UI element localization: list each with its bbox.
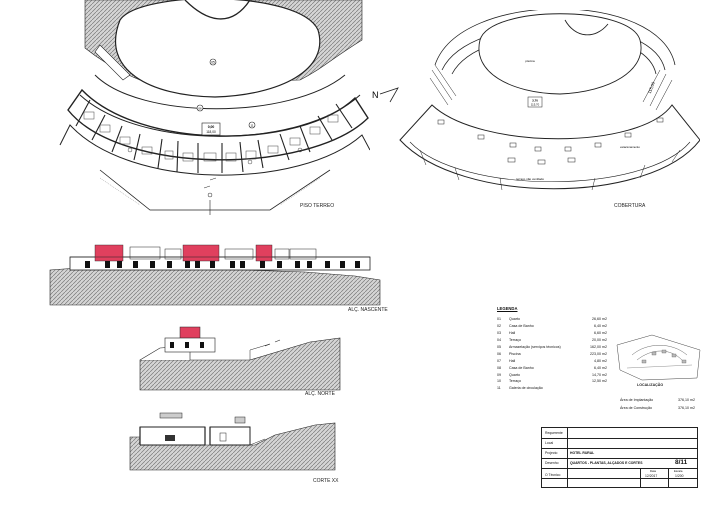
legend-title: LEGENDA [497, 306, 518, 311]
title-block: Requerente Local Projecto HOTEL RURAL De… [541, 427, 698, 488]
corte-label: CORTE XX [313, 478, 339, 484]
location-map [616, 334, 701, 381]
alc-norte-elevation [139, 326, 341, 391]
piso-terreo-plan: 05 06 11 0,00 118,00 [59, 0, 370, 215]
room-tag-05 [209, 58, 217, 66]
desenho-label: Desenho [545, 461, 559, 465]
projecto-label: Projecto [545, 451, 558, 455]
sheet-number: 8/11 [675, 459, 688, 466]
level-roof-abs: 115,70 [531, 103, 540, 107]
data-label: Data [650, 469, 656, 473]
roof-outline [399, 104, 700, 190]
tag-11-text: 11 [250, 124, 253, 128]
estar-text: estacionamento [620, 145, 640, 149]
room-band [67, 88, 369, 161]
level-ground: 0,00 [208, 125, 215, 129]
furniture [83, 111, 339, 165]
cobertura-label: COBERTURA [614, 203, 646, 209]
alc-norte-label: ALÇ. NORTE [305, 391, 335, 397]
piscina-text: piscina [525, 59, 535, 63]
cobertura-plan: N 115,00 piscina 3,70 115,70 terraço não… [372, 10, 700, 191]
north-arrow [379, 87, 399, 103]
roof-side-level: 115,00 [647, 80, 656, 94]
tag-05-text: 05 [211, 61, 215, 65]
requerente-label: Requerente [545, 431, 563, 435]
window-row [85, 261, 360, 268]
escala-label: Escala [674, 469, 683, 473]
escala-value: 1/200 [675, 474, 684, 478]
north-arrow-letter: N [372, 90, 379, 100]
data-value: 12/2017 [645, 474, 658, 478]
terraco-text: terraço não ventilado [516, 177, 544, 181]
piso-terreo-label: PISO TERREO [300, 203, 335, 209]
alc-nascente-label: ALÇ. NASCENTE [348, 307, 388, 313]
local-label: Local [545, 441, 554, 445]
level-roof: 3,70 [532, 99, 538, 103]
corte-section [129, 412, 336, 471]
gallery-arc [94, 74, 346, 110]
location-label: LOCALIZAÇÃO [637, 383, 664, 387]
alc-nascente-elevation [49, 244, 381, 306]
level-ground-abs: 118,00 [206, 130, 216, 134]
courtyard [114, 0, 321, 98]
tecnico-label: O Técnico [545, 473, 561, 477]
desenho-value: QUARTOS - PLANTAS, ALÇADOS E CORTES [570, 461, 643, 465]
room-partitions [75, 99, 353, 173]
tag-06-text: 06 [198, 107, 202, 111]
projecto-value: HOTEL RURAL [570, 451, 595, 455]
